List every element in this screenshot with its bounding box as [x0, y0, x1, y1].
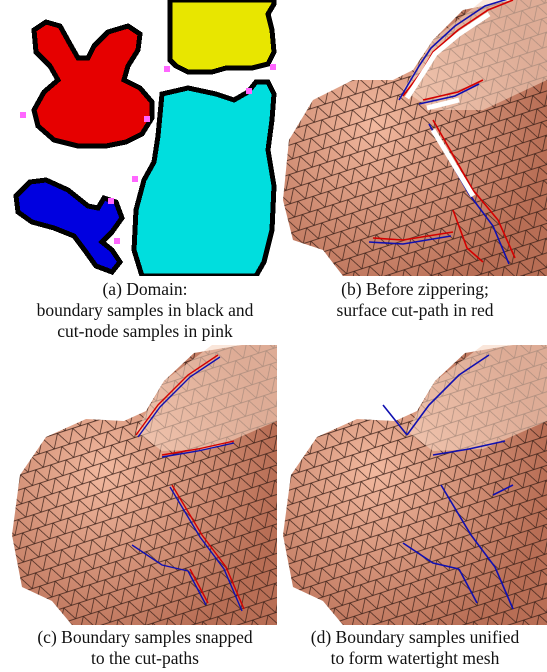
caption-d: (d) Boundary samples unified to form wat… — [283, 627, 547, 669]
caption-b-line-2: surface cut-path in red — [283, 300, 547, 321]
caption-b-line-1: (b) Before zippering; — [283, 279, 547, 300]
caption-d-line-2: to form watertight mesh — [283, 648, 547, 669]
panel-c-mesh-render — [12, 345, 277, 625]
caption-c: (c) Boundary samples snapped to the cut-… — [0, 627, 290, 669]
yellow-region — [170, 0, 274, 72]
caption-a-line-2: boundary samples in black and — [0, 300, 290, 321]
panel-a-domain-image — [12, 0, 277, 276]
caption-a: (a) Domain: boundary samples in black an… — [0, 279, 290, 342]
caption-b: (b) Before zippering; surface cut-path i… — [283, 279, 547, 321]
caption-a-line-3: cut-node samples in pink — [0, 321, 290, 342]
panel-d-mesh-render — [283, 345, 547, 625]
panel-b-mesh-render — [283, 0, 547, 276]
caption-a-line-1: (a) Domain: — [0, 279, 290, 300]
caption-d-line-1: (d) Boundary samples unified — [283, 627, 547, 648]
caption-c-line-1: (c) Boundary samples snapped — [0, 627, 290, 648]
caption-c-line-2: to the cut-paths — [0, 648, 290, 669]
